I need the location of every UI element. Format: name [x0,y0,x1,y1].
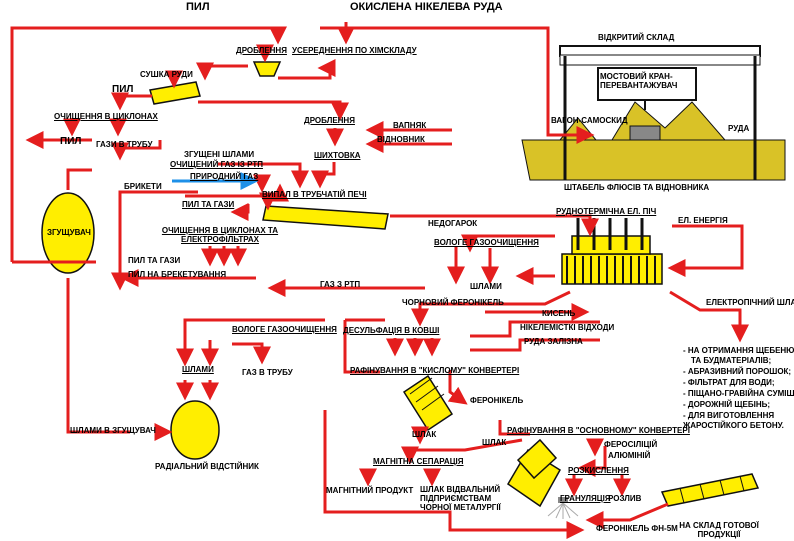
crude-ferronickel-label: ЧОРНОВИЙ ФЕРОНІКЕЛЬ [402,298,504,307]
slag-use-1: - НА ОТРИМАННЯ ЩЕБЕНЮ [683,346,794,355]
ferrosilicon-label: ФЕРОСІЛІЦІЙ [604,440,658,449]
aluminium-label: АЛЮМІНІЙ [608,451,651,460]
casting-label: РОЗЛИВ [608,494,642,503]
ore-pile-label: РУДА [728,124,750,133]
dust-gases-2-label: ПИЛ ТА ГАЗИ [128,256,181,265]
acid-conv-label: РАФІНУВАННЯ В "КИСЛОМУ" КОНВЕРТЕРІ [350,366,520,375]
product-label: ФЕРОНІКЕЛЬ ФН-5М [596,524,678,533]
crusher-hopper [252,61,282,77]
electro-slag-label: ЕЛЕКТРОПІЧНИЙ ШЛАК [706,298,794,307]
acid-converter [402,374,454,432]
deoxidation-label: РОЗКИСЛЕННЯ [568,466,629,475]
wet-cleaning-2-label: ВОЛОГЕ ГАЗООЧИЩЕННЯ [232,325,337,334]
granulation-label: ГРАНУЛЯЦІЯ [560,494,611,503]
slag-use-5: - ПІЩАНО-ГРАВІЙНА СУМІШ; [683,389,794,398]
thickener-tank [41,192,95,274]
dust-top-label: ПИЛ [186,1,210,13]
oxygen-label: КИСЕНЬ [542,309,576,318]
averaging-label: УСЕРЕДНЕННЯ ПО ХІМСКЛАДУ [292,46,417,55]
granulation-spray [547,497,579,519]
rtp-gas-label: ОЧИЩЕНИЙ ГАЗ ІЗ РТП [170,160,263,169]
slimes-2-label: ШЛАМИ [182,365,214,374]
briquettes-label: БРИКЕТИ [124,182,162,191]
basic-conv-label: РАФІНУВАННЯ В "ОСНОВНОМУ" КОНВЕРТЕРІ [507,426,690,435]
electric-furnace [561,218,663,285]
gas-stack-2-label: ГАЗ В ТРУБУ [242,368,293,377]
casting-ingot [660,473,760,507]
slag-use-4: - ФІЛЬТРАТ ДЛЯ ВОДИ; [683,378,775,387]
slimes-thickener-label: ШЛАМИ В ЗГУЩУВАЧ [70,426,156,435]
slag-use-3: - АБРАЗИВНИЙ ПОРОШОК; [683,367,792,376]
slag-use-2: ТА БУДМАТЕРІАЛІВ; [691,356,772,365]
slag-use-7: - ДЛЯ ВИГОТОВЛЕННЯ [683,411,775,420]
limestone-label: ВАПНЯК [393,121,427,130]
rotary-kiln [262,205,389,230]
magnetic-sep-label: МАГНІТНА СЕПАРАЦІЯ [373,457,464,466]
dust-label-2: ПИЛ [60,136,82,147]
crane-label: МОСТОВИЙ КРАН-ПЕРЕВАНТАЖУВАЧ [600,72,678,90]
wet-cleaning-label: ВОЛОГЕ ГАЗООЧИЩЕННЯ [434,238,539,247]
drying-label: СУШКА РУДИ [140,70,193,79]
dust-brick-label: ПИЛ НА БРЕКЕТУВАННЯ [128,270,227,279]
gas-stack-label: ГАЗИ В ТРУБУ [96,140,153,149]
rtp-gas-out-label: ГАЗ З РТП [320,280,361,289]
dust-label-1: ПИЛ [112,84,134,95]
cyclones-label: ОЧИЩЕННЯ В ЦИКЛОНАХ [54,112,158,121]
radial-settler-tank [170,400,220,460]
ore-title: ОКИСЛЕНА НІКЕЛЕВА РУДА [350,1,503,13]
cyclones-filters-label: ОЧИЩЕННЯ В ЦИКЛОНАХ ТА ЕЛЕКТРОФІЛЬТРАХ [161,226,279,244]
thickener-label: ЗГУЩУВАЧ [47,228,91,237]
crushing-label: ДРОБЛЕННЯ [236,46,287,55]
furnace-title: РУДНОТЕРМІЧНА ЕЛ. ПІЧ [556,207,657,216]
crushing2-label: ДРОБЛЕННЯ [304,116,355,125]
roasting-label: ВИПАЛ В ТРУБЧАТІЙ ПЕЧІ [262,190,367,199]
slag-use-8: ЖАРОСТІЙКОГО БЕТОНУ. [683,421,784,430]
desulf-label: ДЕСУЛЬФАЦІЯ В КОВШІ [343,326,440,335]
natural-gas-label: ПРИРОДНИЙ ГАЗ [190,172,259,181]
magnetic-product-label: МАГНІТНИЙ ПРОДУКТ [326,486,414,495]
warehouse-illustration [521,45,786,181]
open-store-label: ВІДКРИТИЙ СКЛАД [598,33,675,42]
slag-label: ШЛАК [412,430,437,439]
slag-dump-label: ШЛАК ВІДВАЛЬНИЙ ПІДПРИЄМСТВАМ ЧОРНОЇ МЕТ… [420,485,501,512]
charging-label: ШИХТОВКА [314,151,361,160]
furnace-slimes-label: ШЛАМИ [470,282,502,291]
radial-settler-label: РАДІАЛЬНИЙ ВІДСТІЙНИК [155,462,259,471]
basic-converter [506,438,562,508]
reductant-label: ВІДНОВНИК [377,135,425,144]
ferronickel-label: ФЕРОНІКЕЛЬ [470,396,524,405]
thickened-slimes-label: ЗГУЩЕНІ ШЛАМИ [184,150,255,159]
slag-use-6: - ДОРОЖНІЙ ЩЕБІНЬ; [683,400,771,409]
calcine-label: НЕДОГАРОК [428,219,478,228]
slag-2-label: ШЛАК [482,438,507,447]
dust-gases-label: ПИЛ ТА ГАЗИ [182,200,235,209]
flow-lines [10,22,749,539]
ni-waste-label: НІКЕЛЕМІСТКІ ВІДХОДИ [520,323,615,332]
wagon-label: ВАГОН-САМОСКИД [551,116,628,125]
warehouse-label: НА СКЛАД ГОТОВОЇ ПРОДУКЦІЇ [679,521,759,539]
iron-ore-label: РУДА ЗАЛІЗНА [524,337,583,346]
energy-label: ЕЛ. ЕНЕРГІЯ [678,216,728,225]
stockpile-label: ШТАБЕЛЬ ФЛЮСІВ ТА ВІДНОВНИКА [564,183,710,192]
dryer-drum [149,81,201,105]
